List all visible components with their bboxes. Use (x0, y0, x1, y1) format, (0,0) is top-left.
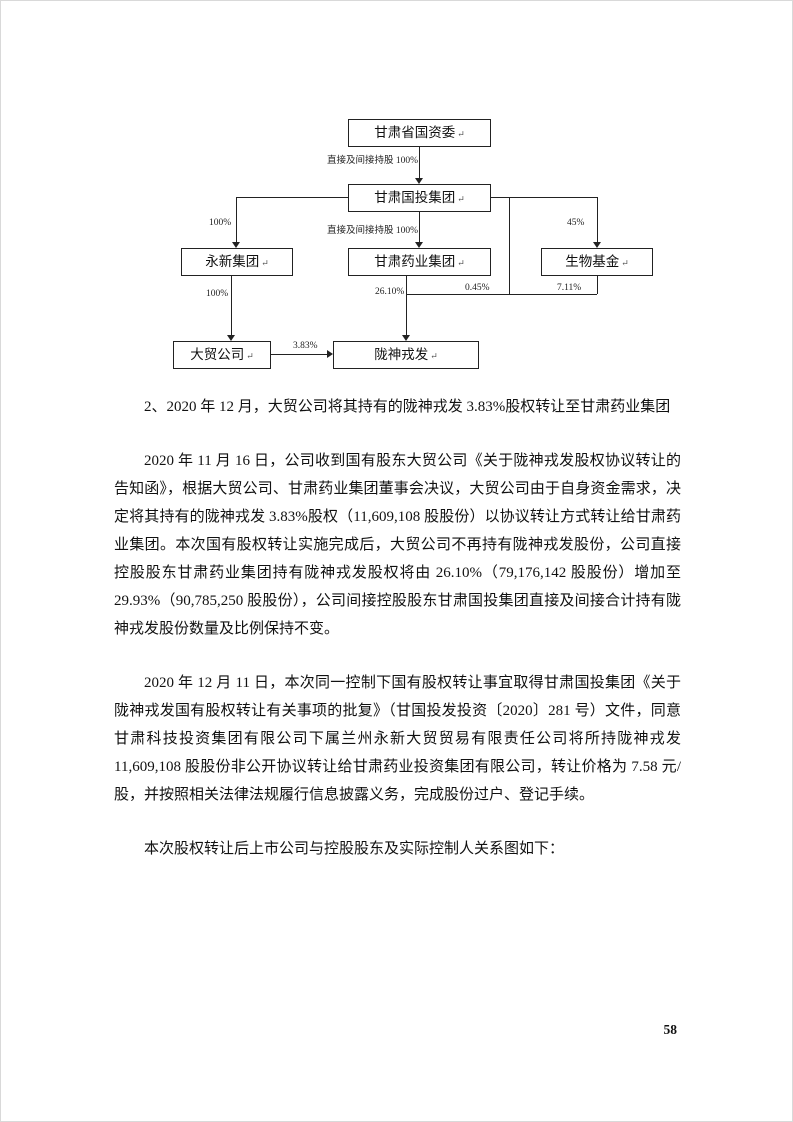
return-mark-icon: ↵ (457, 257, 465, 268)
org-box-longshen: 陇神戎发↵ (333, 341, 479, 369)
org-box-label: 甘肃国投集团 (374, 190, 456, 206)
org-box-label: 生物基金 (565, 254, 620, 270)
connector-line (271, 354, 327, 355)
edge-label-100: 100% (209, 218, 232, 228)
edge-label-7-11: 7.11% (557, 283, 582, 293)
connector-line (509, 197, 510, 294)
edge-label-3-83: 3.83% (293, 341, 318, 351)
section-heading: 2、2020 年 12 月，大贸公司将其持有的陇神戎发 3.83%股权转让至甘肃… (144, 399, 671, 415)
connector-line (597, 197, 598, 242)
connector-line (419, 147, 420, 178)
connector-line (236, 197, 348, 198)
arrowhead-down-icon (415, 178, 423, 184)
connector-line (406, 275, 407, 335)
arrowhead-down-icon (402, 335, 410, 341)
connector-line (236, 197, 237, 242)
connector-line (491, 197, 597, 198)
return-mark-icon: ↵ (246, 350, 254, 361)
document-body: 2、2020 年 12 月，大贸公司将其持有的陇神戎发 3.83%股权转让至甘肃… (114, 393, 681, 889)
connector-line (406, 294, 597, 295)
connector-line (419, 211, 420, 242)
edge-label-0-45: 0.45% (465, 283, 490, 293)
org-box-label: 大贸公司 (190, 347, 245, 363)
org-box-yaoye: 甘肃药业集团↵ (348, 248, 491, 276)
edge-label-holding-100: 直接及间接持股 100% (326, 226, 418, 236)
arrowhead-down-icon (415, 242, 423, 248)
return-mark-icon: ↵ (621, 257, 629, 268)
arrowhead-down-icon (593, 242, 601, 248)
org-box-label: 甘肃省国资委 (374, 125, 456, 141)
paragraph: 2020 年 11 月 16 日，公司收到国有股东大贸公司《关于陇神戎发股权协议… (114, 453, 681, 637)
org-box-label: 永新集团 (205, 254, 260, 270)
connector-line (231, 275, 232, 335)
return-mark-icon: ↵ (457, 193, 465, 204)
paragraph: 2020 年 12 月 11 日，本次同一控制下国有股权转让事宜取得甘肃国投集团… (114, 675, 681, 803)
return-mark-icon: ↵ (261, 257, 269, 268)
ownership-structure-diagram: 甘肃省国资委↵ 甘肃国投集团↵ 永新集团↵ 甘肃药业集团↵ 生物基金↵ 大贸公司… (1, 1, 792, 391)
org-box-shengwu: 生物基金↵ (541, 248, 653, 276)
return-mark-icon: ↵ (430, 350, 438, 361)
org-box-damao: 大贸公司↵ (173, 341, 271, 369)
edge-label-26-10: 26.10% (375, 287, 405, 297)
org-box-guoziwei: 甘肃省国资委↵ (348, 119, 491, 147)
org-box-label: 陇神戎发 (374, 347, 429, 363)
edge-label-45: 45% (567, 218, 585, 228)
arrowhead-down-icon (232, 242, 240, 248)
org-box-yongxin: 永新集团↵ (181, 248, 293, 276)
paragraph: 本次股权转让后上市公司与控股股东及实际控制人关系图如下： (144, 841, 565, 857)
edge-label-holding-100: 直接及间接持股 100% (326, 156, 418, 166)
arrowhead-right-icon (327, 350, 333, 358)
arrowhead-down-icon (227, 335, 235, 341)
org-box-guotou: 甘肃国投集团↵ (348, 184, 491, 212)
org-box-label: 甘肃药业集团 (374, 254, 456, 270)
page-number: 58 (663, 1022, 678, 1037)
edge-label-100: 100% (206, 289, 229, 299)
return-mark-icon: ↵ (457, 128, 465, 139)
connector-line (597, 275, 598, 294)
